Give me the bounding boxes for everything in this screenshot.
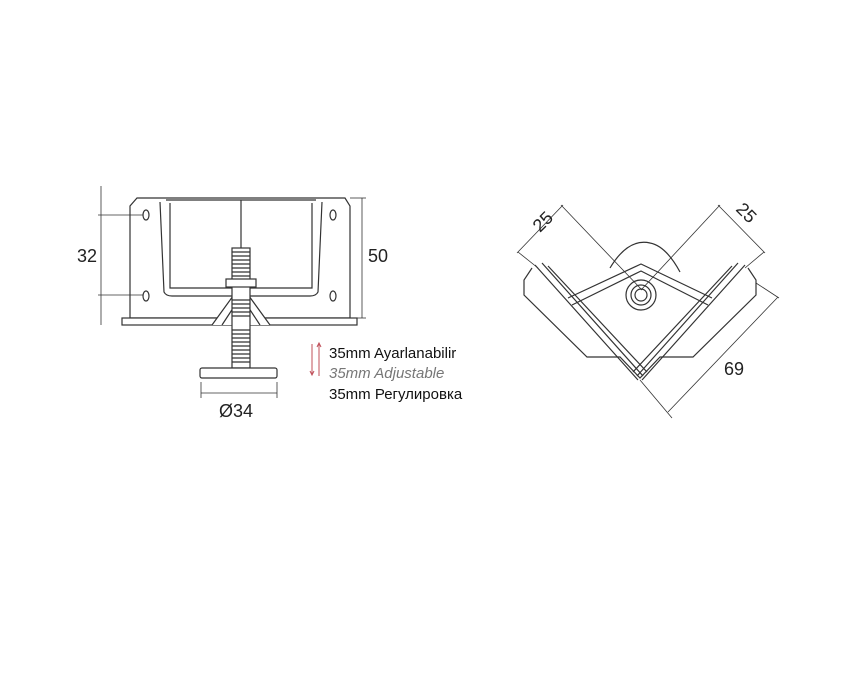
dim-right-25-label: 25 (732, 199, 760, 227)
caption-turkish: 35mm Ayarlanabilir (329, 345, 457, 362)
corner-plate-outline (523, 267, 757, 379)
caption-english: 35mm Adjustable (329, 365, 445, 382)
dim-50-label: 50 (368, 246, 388, 266)
center-bolt (625, 279, 657, 311)
adjustment-arrows-icon (309, 341, 322, 377)
threaded-rod (231, 247, 251, 369)
top-view (516, 204, 780, 419)
dim-69-label: 69 (724, 359, 744, 379)
dim-diameter-label: Ø34 (219, 401, 253, 421)
dimension-lines (98, 186, 366, 398)
nut (225, 278, 257, 288)
top-bump (609, 241, 681, 273)
mounting-holes (142, 209, 337, 302)
right-arm (632, 262, 746, 381)
top-dimension-lines (516, 204, 780, 419)
caption-russian: 35mm Регулировка (329, 386, 463, 403)
tie-bar (567, 263, 713, 306)
foot-disc (199, 367, 278, 379)
dim-32-label: 32 (77, 246, 97, 266)
left-arm (534, 262, 648, 381)
dim-left-25-label: 25 (529, 208, 557, 236)
side-view (98, 186, 366, 398)
